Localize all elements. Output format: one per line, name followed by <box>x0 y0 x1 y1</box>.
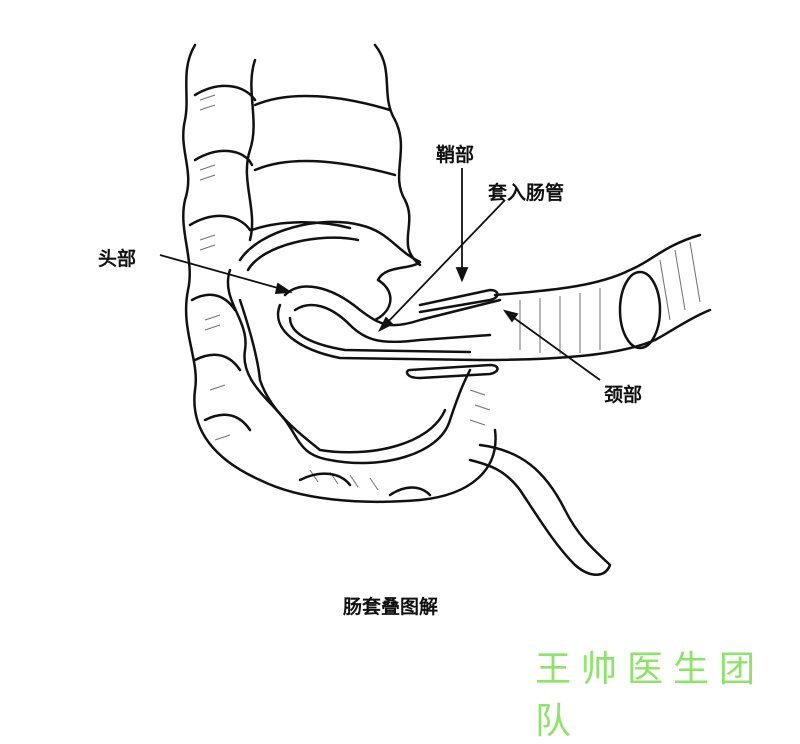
intussusceptum-head <box>276 285 502 362</box>
label-neck: 颈部 <box>604 384 643 406</box>
figure-caption: 肠套叠图解 <box>343 596 439 618</box>
colon-right-wall <box>373 43 422 267</box>
label-sheath: 鞘部 <box>436 144 475 166</box>
label-head: 头部 <box>98 248 137 270</box>
label-intussuscepted-bowel: 套入肠管 <box>488 182 565 204</box>
ileum <box>478 233 712 362</box>
intussusception-illustration <box>159 43 712 576</box>
appendix <box>468 443 612 576</box>
cecum-cavity <box>226 220 472 465</box>
colon-outline <box>182 43 497 504</box>
watermark: 王帅医生团队 <box>535 649 766 742</box>
colon-mid-fold <box>245 58 257 242</box>
ileum-lumen <box>618 270 662 350</box>
